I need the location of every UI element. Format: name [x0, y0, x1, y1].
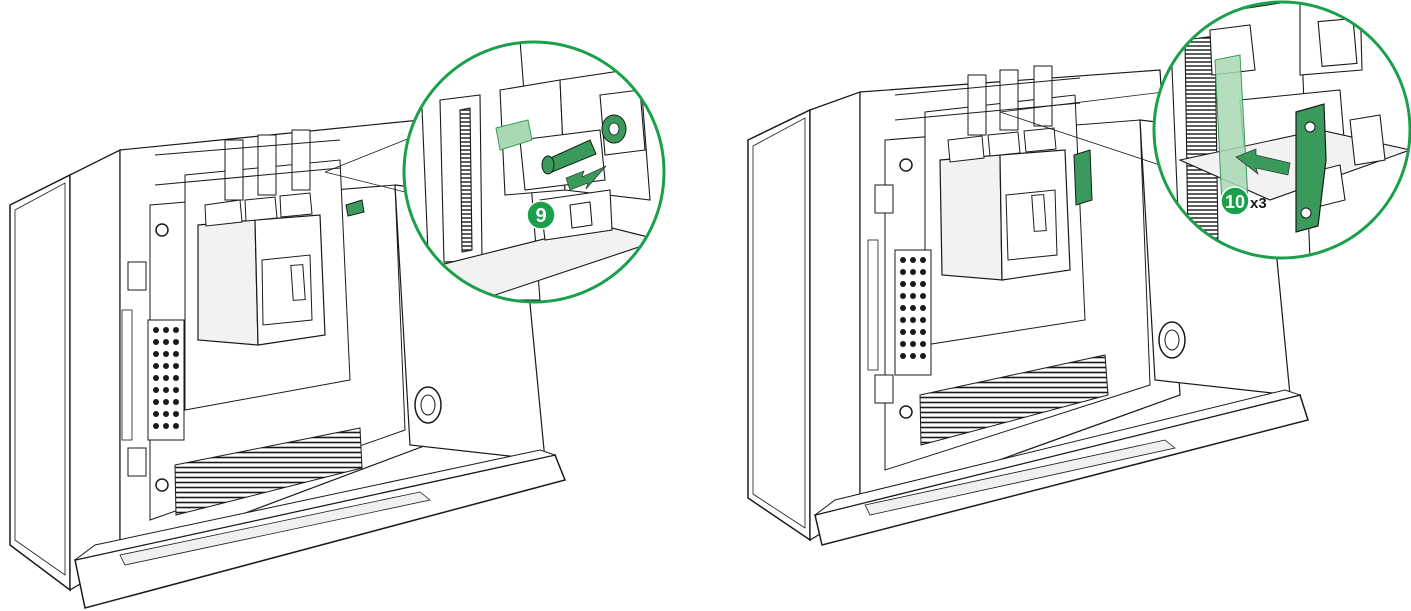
arrow-icon — [1235, 148, 1291, 176]
green-busbar — [1295, 103, 1327, 233]
ventilation-grille — [919, 354, 1109, 446]
cabinet-left-side — [747, 108, 811, 542]
green-stud — [495, 119, 533, 151]
cabinet-left-side — [9, 173, 71, 592]
circuit-breaker — [197, 192, 326, 346]
busbar-supports — [154, 129, 341, 201]
terminal-blocks — [121, 223, 185, 492]
green-connection-bar — [1073, 149, 1093, 206]
arrow-icon — [565, 165, 607, 191]
left-panel: 9 — [9, 40, 666, 609]
busbar-supports — [894, 65, 1081, 136]
cabinet-frame — [809, 91, 861, 542]
cabinet-frame — [69, 148, 121, 592]
detail-view-step-10: 10 x3 — [1152, 0, 1411, 260]
circuit-breaker — [939, 127, 1071, 281]
step-marker-9: 9 — [526, 200, 556, 230]
right-panel: 10 x3 — [747, 0, 1411, 546]
bolt-part — [345, 199, 365, 217]
step-marker-10: 10 x3 — [1220, 186, 1267, 216]
step-number-9: 9 — [535, 205, 546, 227]
detail-view-step-9: 9 — [402, 40, 666, 304]
ventilation-grille — [174, 427, 363, 516]
terminal-blocks — [867, 158, 932, 419]
step-number-10: 10 — [1225, 192, 1245, 212]
step-quantity-10: x3 — [1250, 195, 1267, 212]
